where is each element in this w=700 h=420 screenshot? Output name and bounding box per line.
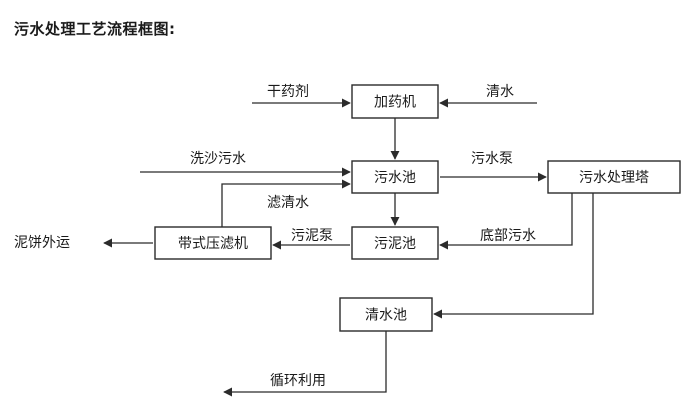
node-label-wastewater-pool: 污水池 [374,170,416,186]
edge-label-dry-chemical: 干药剂 [267,84,309,100]
page-title: 污水处理工艺流程框图: [14,20,176,38]
edge-label-recycle-reuse: 循环利用 [270,373,326,389]
node-wastewater-pool[interactable]: 污水池 [351,160,439,194]
edge-label-clean-water-in: 清水 [486,84,514,100]
node-belt-filter-press[interactable]: 带式压滤机 [154,226,272,260]
edge-label-filtered-water: 滤清水 [267,195,309,211]
node-label-sludge-pool: 污泥池 [374,236,416,252]
edge-label-sand-wash-sewage: 洗沙污水 [190,151,246,167]
node-dosing-machine[interactable]: 加药机 [351,84,439,119]
edge-tower-to-clean-water-pool [433,193,594,319]
node-label-clean-water-pool: 清水池 [365,308,407,324]
edge-recycle-reuse [223,331,387,397]
node-clean-water-pool[interactable]: 清水池 [339,297,433,332]
edge-bottom-sewage [439,193,573,250]
node-sludge-pool[interactable]: 污泥池 [351,226,439,260]
edge-label-bottom-sewage: 底部污水 [480,228,536,244]
edge-label-sewage-pump: 污水泵 [471,151,513,167]
node-treatment-tower[interactable]: 污水处理塔 [547,160,681,194]
node-label-belt-filter-press: 带式压滤机 [178,236,248,252]
edge-filtered-water [221,179,351,227]
terminal-label-mud-cake-out: 泥饼外运 [14,235,70,251]
node-label-dosing-machine: 加药机 [374,95,416,111]
edge-label-sludge-pump: 污泥泵 [291,228,333,244]
node-label-treatment-tower: 污水处理塔 [579,170,649,186]
